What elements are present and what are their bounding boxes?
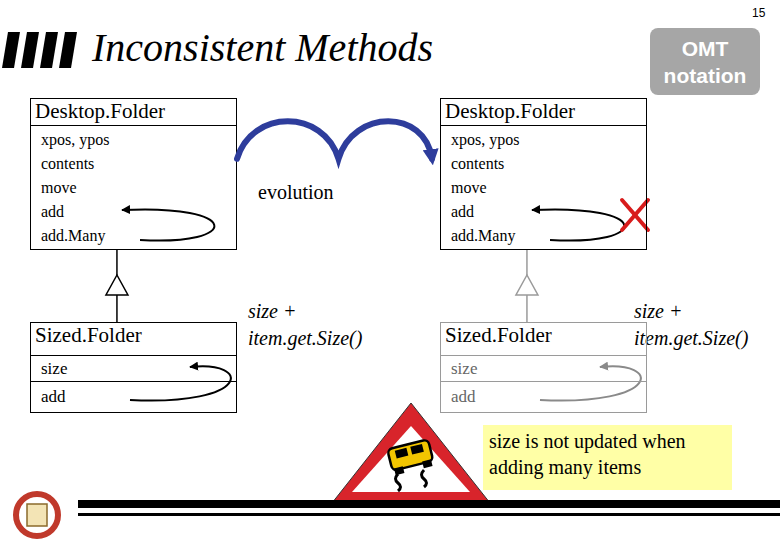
self-call-arrow [540, 366, 641, 400]
class-compartment: xpos, yposcontentsmoveaddadd.Many [31, 126, 236, 249]
note-text: size is not updated when adding many ite… [489, 428, 726, 480]
class-member: add.Many [441, 224, 646, 248]
formula-note: size + item.get.Size() [248, 298, 398, 352]
class-member: size [441, 356, 646, 381]
class-name: Sized.Folder [31, 323, 236, 356]
class-member: xpos, ypos [441, 128, 646, 152]
inheritance-link [516, 250, 538, 322]
class-member: move [441, 176, 646, 200]
warning-sign [332, 403, 490, 503]
stripe-logo [2, 32, 77, 68]
class-member: xpos, ypos [31, 128, 236, 152]
inheritance-link [106, 250, 128, 322]
class-compartment: size [31, 356, 236, 382]
class-compartment: xpos, yposcontentsmoveaddadd.Many [441, 126, 646, 249]
badge-text: OMT notation [657, 35, 753, 89]
class-name: Sized.Folder [441, 323, 646, 356]
class-compartment: add [31, 382, 236, 412]
self-call-arrow [122, 209, 214, 240]
formula-note: size + item.get.Size() [634, 298, 780, 352]
class-name: Desktop.Folder [31, 99, 236, 126]
footer-rule [78, 500, 780, 508]
warning-note: size is not updated when adding many ite… [483, 425, 732, 490]
class-member: add [31, 200, 236, 224]
class-member: move [31, 176, 236, 200]
class-box: Sized.Foldersizeadd [440, 322, 647, 413]
class-box: Desktop.Folderxpos, yposcontentsmoveadda… [440, 98, 647, 250]
notation-badge: OMT notation [650, 28, 760, 95]
class-member: contents [441, 152, 646, 176]
class-box: Desktop.Folderxpos, yposcontentsmoveadda… [30, 98, 237, 250]
footer-rule [78, 513, 780, 516]
self-call-arrow [130, 366, 231, 400]
edge-label: evolution [258, 181, 334, 204]
class-member: add [31, 382, 236, 412]
class-member: add [441, 200, 646, 224]
class-member: contents [31, 152, 236, 176]
class-name: Desktop.Folder [441, 99, 646, 126]
class-compartment: add [441, 382, 646, 412]
slide-title: Inconsistent Methods [92, 24, 433, 71]
class-member: size [31, 356, 236, 381]
footer-logo [16, 494, 58, 536]
class-member: add.Many [31, 224, 236, 248]
class-member: add [441, 382, 646, 412]
class-compartment: size [441, 356, 646, 382]
page-number: 15 [752, 6, 778, 20]
self-call-arrow [532, 209, 624, 240]
cross-mark [622, 200, 648, 230]
evolution-arrow [237, 121, 432, 159]
class-box: Sized.Foldersizeadd [30, 322, 237, 413]
